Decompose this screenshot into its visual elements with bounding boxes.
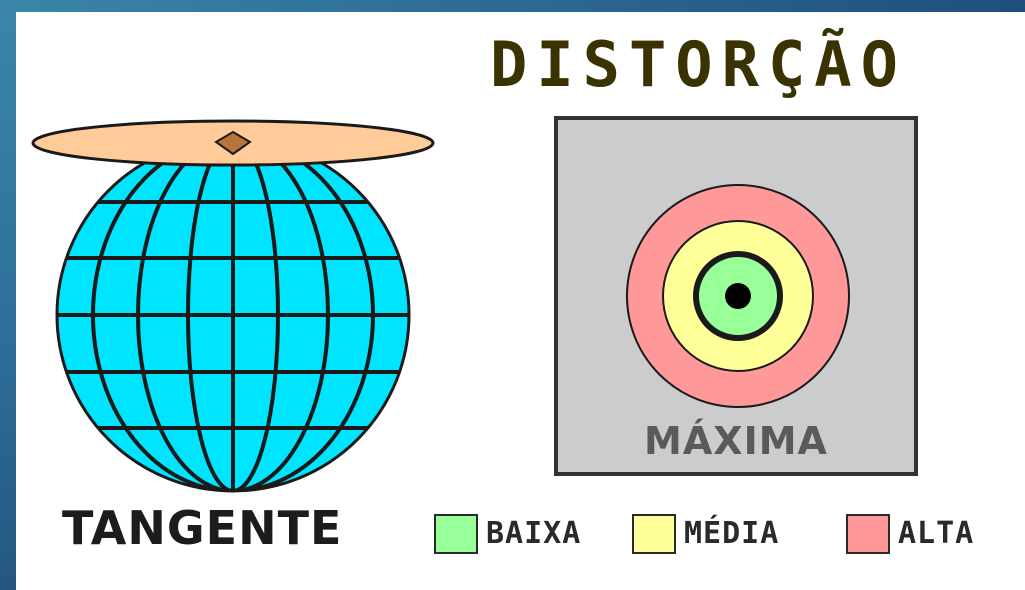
legend-label-high: ALTA [898, 514, 974, 554]
legend-label-medium: MÉDIA [684, 514, 779, 554]
legend-label-low: BAIXA [486, 514, 581, 554]
legend-swatch-medium [632, 514, 676, 554]
legend-item-high: ALTA [846, 514, 1011, 554]
tangent-label: TANGENTE [62, 502, 402, 554]
legend-swatch-low [434, 514, 478, 554]
legend-item-medium: MÉDIA [632, 514, 792, 554]
tangent-globe-illustration [20, 110, 440, 500]
distortion-legend: BAIXA MÉDIA ALTA [434, 514, 1014, 554]
slide-frame-top [0, 0, 1025, 12]
legend-item-low: BAIXA [434, 514, 584, 554]
target-label: MÁXIMA [644, 419, 828, 463]
tangent-point [725, 283, 751, 309]
slide-frame-left [0, 0, 16, 590]
legend-swatch-high [846, 514, 890, 554]
distortion-title: DISTORÇÃO [490, 30, 980, 100]
distortion-target-diagram: MÁXIMA [554, 116, 918, 476]
